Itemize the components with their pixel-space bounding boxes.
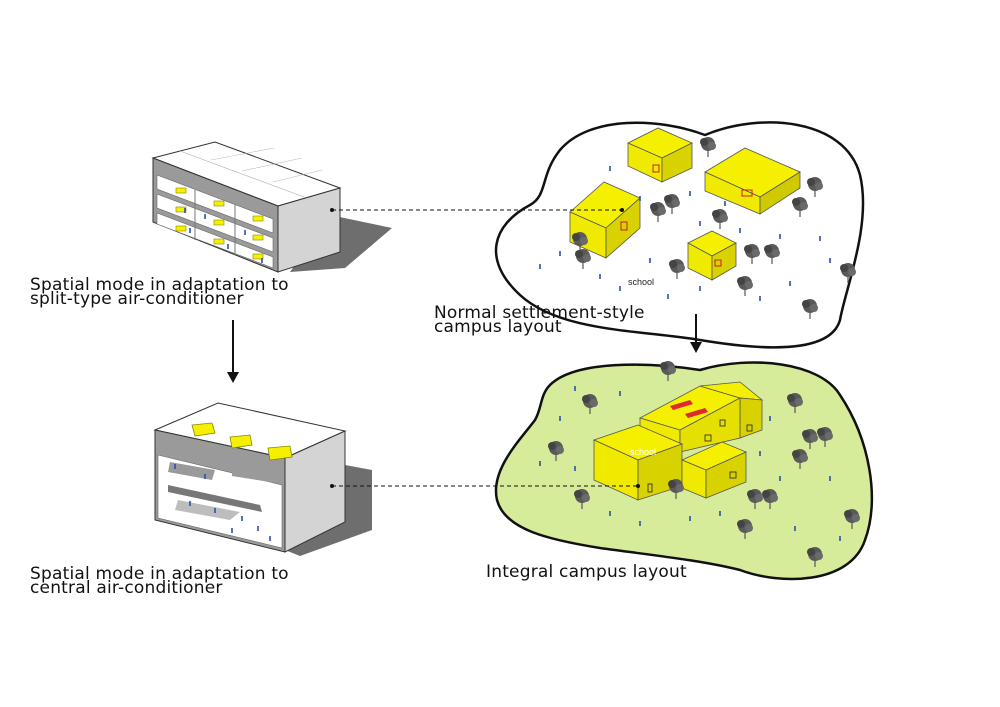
dashed-connector-top xyxy=(330,208,624,212)
central-caption-line1: Spatial mode in adaptation to xyxy=(30,564,289,584)
split-caption-line1: Spatial mode in adaptation to xyxy=(30,275,289,295)
school-label-integral: school xyxy=(630,447,657,457)
settlement-caption-line1: Normal settlement-style xyxy=(434,303,645,323)
settlement-campus-map xyxy=(494,121,865,349)
building-side xyxy=(284,430,346,553)
split-type-caption: Spatial mode in adaptation to split-type… xyxy=(30,275,289,309)
integral-building xyxy=(592,381,764,501)
settlement-caption-line2: campus layout xyxy=(434,317,562,337)
central-caption-line2: central air-conditioner xyxy=(30,578,223,598)
central-ac-roof-units xyxy=(670,400,708,418)
arrow-right-down xyxy=(690,314,702,353)
central-caption: Spatial mode in adaptation to central ai… xyxy=(30,564,289,598)
central-ac-building xyxy=(153,402,372,556)
school-label-settlement: school xyxy=(628,277,655,287)
split-caption-line2: split-type air-conditioner xyxy=(30,289,244,309)
settlement-buildings xyxy=(569,127,801,281)
arrow-left-down xyxy=(227,320,239,383)
building-side xyxy=(277,187,341,273)
integral-caption-text: Integral campus layout xyxy=(486,562,687,582)
settlement-caption: Normal settlement-style campus layout xyxy=(434,303,645,337)
split-ac-units xyxy=(175,187,264,260)
split-type-building xyxy=(151,141,392,273)
integral-campus-map xyxy=(494,360,874,581)
dashed-connector-bottom xyxy=(330,484,640,488)
integral-caption: Integral campus layout xyxy=(486,562,687,582)
central-ac-units xyxy=(191,422,293,461)
